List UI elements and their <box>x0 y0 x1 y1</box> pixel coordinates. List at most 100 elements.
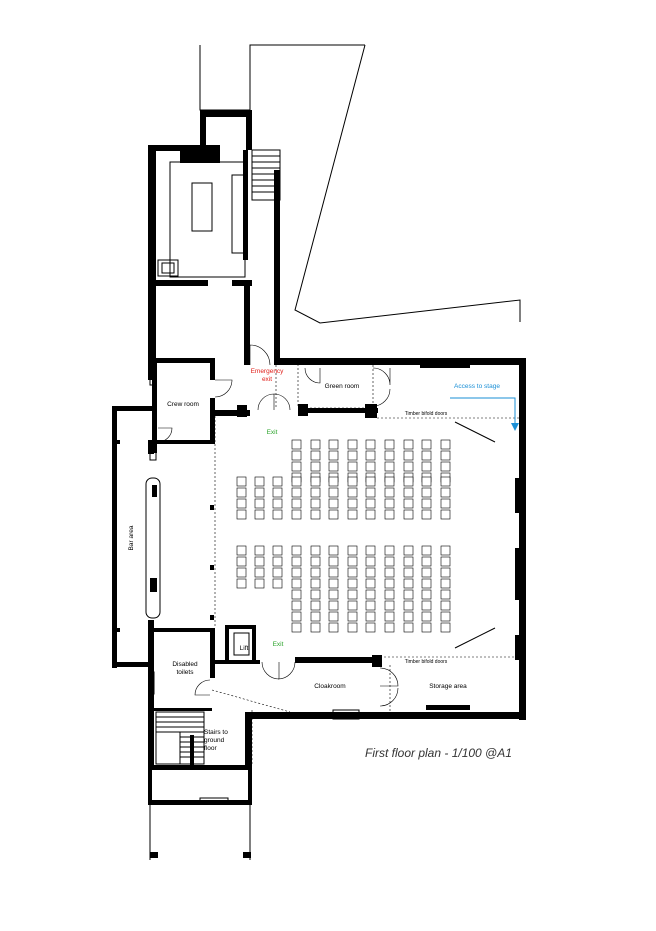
seat <box>347 450 358 461</box>
seat <box>328 509 339 520</box>
seat <box>440 498 451 509</box>
plan-title: First floor plan - 1/100 @A1 <box>365 746 512 760</box>
seat <box>254 556 265 567</box>
seat <box>384 439 395 450</box>
seat <box>403 509 414 520</box>
seat <box>310 611 321 622</box>
seat <box>272 545 283 556</box>
seat <box>328 567 339 578</box>
seat <box>421 567 432 578</box>
label-timber-bifold-bottom: Timber bifold doors <box>404 659 448 665</box>
seat <box>403 600 414 611</box>
seat <box>440 509 451 520</box>
seat <box>384 622 395 633</box>
seat <box>272 476 283 487</box>
seat <box>328 545 339 556</box>
label-timber-bifold-top: Timber bifold doors <box>404 411 448 417</box>
interior-lines <box>116 149 524 860</box>
seat <box>403 556 414 567</box>
seat <box>347 567 358 578</box>
seat <box>254 498 265 509</box>
seat <box>310 600 321 611</box>
seat <box>365 556 376 567</box>
seat <box>384 578 395 589</box>
seat <box>403 611 414 622</box>
seat <box>328 461 339 472</box>
seat <box>291 476 302 487</box>
seat <box>328 600 339 611</box>
seat <box>310 578 321 589</box>
auditorium-seating <box>236 439 451 633</box>
seat <box>384 487 395 498</box>
seat <box>310 589 321 600</box>
seat <box>365 498 376 509</box>
seat <box>421 476 432 487</box>
doors <box>157 344 399 707</box>
label-lift: Lift <box>239 645 249 652</box>
seat <box>272 556 283 567</box>
seat <box>421 589 432 600</box>
seat <box>347 498 358 509</box>
seat <box>291 439 302 450</box>
seat <box>236 487 247 498</box>
seat <box>328 578 339 589</box>
seat <box>365 600 376 611</box>
seat <box>365 476 376 487</box>
seat <box>347 600 358 611</box>
seat <box>347 487 358 498</box>
seat <box>421 439 432 450</box>
seat <box>403 589 414 600</box>
seat <box>403 545 414 556</box>
seat <box>440 439 451 450</box>
seat <box>310 461 321 472</box>
seat <box>310 556 321 567</box>
seat <box>384 509 395 520</box>
seat <box>291 498 302 509</box>
seat <box>384 498 395 509</box>
seat <box>291 487 302 498</box>
seat <box>365 622 376 633</box>
seat <box>421 545 432 556</box>
seat <box>291 461 302 472</box>
label-exit-bottom: Exit <box>272 641 284 648</box>
seat <box>403 476 414 487</box>
seat <box>310 450 321 461</box>
seat <box>310 545 321 556</box>
seat <box>310 622 321 633</box>
seat <box>403 578 414 589</box>
seat <box>291 622 302 633</box>
stairs-top <box>251 149 281 201</box>
seat <box>310 498 321 509</box>
seat <box>365 439 376 450</box>
seat <box>403 450 414 461</box>
seat <box>328 487 339 498</box>
seat <box>310 567 321 578</box>
label-bar-area: Bar area <box>128 525 135 551</box>
seat <box>384 545 395 556</box>
seat <box>328 556 339 567</box>
seat <box>440 476 451 487</box>
seat <box>291 567 302 578</box>
seat <box>328 589 339 600</box>
label-cloakroom: Cloakroom <box>314 683 346 690</box>
seat <box>384 589 395 600</box>
seat <box>272 498 283 509</box>
seat <box>440 578 451 589</box>
label-access-to-stage: Access to stage <box>454 383 500 390</box>
seat <box>421 509 432 520</box>
seat <box>272 509 283 520</box>
seat <box>365 567 376 578</box>
seat <box>236 498 247 509</box>
seat <box>421 498 432 509</box>
seat <box>347 461 358 472</box>
seat <box>236 545 247 556</box>
seat <box>347 556 358 567</box>
seat <box>365 509 376 520</box>
seat <box>440 545 451 556</box>
seat <box>291 509 302 520</box>
label-storage-area: Storage area <box>429 683 467 690</box>
seat <box>421 622 432 633</box>
seat <box>384 611 395 622</box>
seat <box>310 439 321 450</box>
